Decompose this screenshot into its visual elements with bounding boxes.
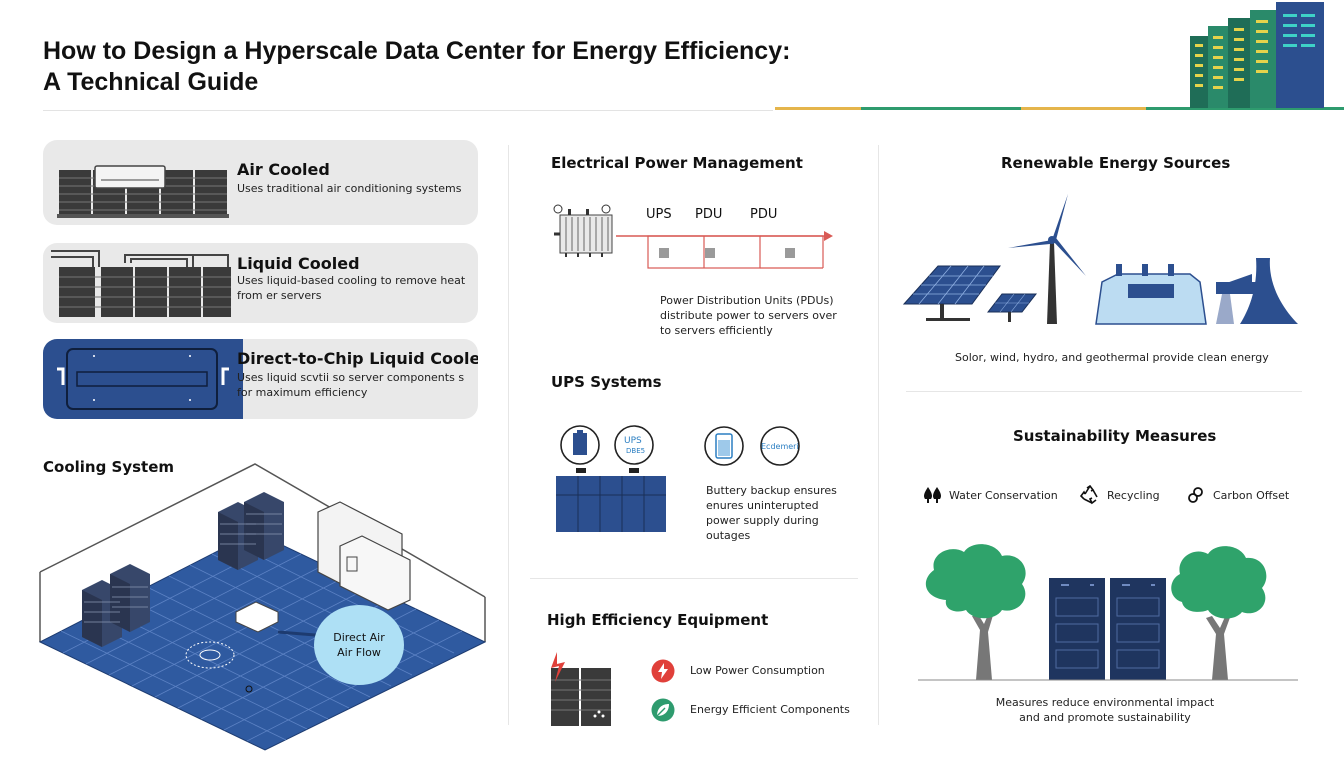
card-title: Direct-to-Chip Liquid Cooled (237, 349, 478, 368)
ups-title: UPS Systems (551, 373, 662, 391)
section-divider (906, 391, 1302, 392)
page-title-line2: A Technical Guide (43, 68, 259, 96)
header-divider (43, 110, 773, 111)
sustainability-title: Sustainability Measures (1013, 427, 1217, 445)
liquid-cooled-card: Liquid Cooled Uses liquid-based cooling … (43, 243, 478, 323)
section-divider (530, 578, 858, 579)
efficient-components-label: Energy Efficient Components (690, 703, 850, 716)
page-title-line1: How to Design a Hyperscale Data Center f… (43, 37, 791, 65)
air-cooled-card: Air Cooled Uses traditional air conditio… (43, 140, 478, 225)
recycle-icon (1080, 485, 1098, 505)
renewable-energy-illustration (902, 194, 1298, 325)
battery-icon (556, 425, 666, 532)
recycling-label: Recycling (1107, 489, 1160, 502)
wind-turbine-icon (1008, 194, 1086, 324)
equipment-title: High Efficiency Equipment (547, 611, 769, 629)
low-power-label: Low Power Consumption (690, 664, 825, 677)
efficiency-badge-label: Ecdemeri (761, 442, 799, 451)
airflow-callout: Direct Air Air Flow (314, 605, 404, 685)
chip-cooling-icon (43, 339, 243, 419)
renewable-description: Solor, wind, hydro, and geothermal provi… (955, 351, 1269, 364)
tree-icon (918, 544, 1298, 681)
drops-icon (924, 487, 941, 503)
ups-badge-label: UPS (624, 436, 642, 446)
card-description: Uses liquid scvtii so server components … (237, 371, 465, 399)
card-description: Uses traditional air conditioning system… (237, 182, 462, 195)
sustainability-description: Measures reduce environmental impact and… (995, 696, 1215, 724)
hydro-dam-icon (1095, 264, 1207, 325)
card-title: Liquid Cooled (237, 254, 360, 273)
lightning-icon (651, 659, 675, 683)
ups-badge-sublabel: DBE5 (626, 447, 646, 455)
ups-description: Buttery backup ensures enures uninterupt… (706, 484, 837, 542)
air-conditioner-icon (57, 165, 229, 218)
server-rack-icon (775, 2, 1344, 110)
airflow-callout-label: Direct Air Air Flow (333, 631, 385, 659)
carbon-offset-label: Carbon Offset (1213, 489, 1290, 502)
geothermal-icon (1216, 258, 1298, 324)
pdu-label: PDU (695, 207, 723, 222)
column-divider (508, 145, 509, 725)
isometric-data-hall-illustration (38, 463, 487, 751)
pdu-label: PDU (750, 207, 778, 222)
direct-to-chip-card: Direct-to-Chip Liquid Cooled Uses liquid… (43, 339, 478, 419)
leaf-icon (651, 698, 675, 722)
water-conservation-label: Water Conservation (949, 489, 1058, 502)
liquid-cooling-rack-icon (51, 250, 231, 317)
column-divider (878, 145, 879, 725)
card-title: Air Cooled (237, 160, 330, 179)
footprint-icon (1188, 487, 1203, 503)
card-description: Uses liquid-based cooling to remove heat… (237, 274, 466, 302)
ups-label: UPS (646, 207, 672, 222)
electrical-title: Electrical Power Management (551, 154, 803, 172)
electrical-description: Power Distribution Units (PDUs) distribu… (660, 294, 837, 337)
cooling-system-title: Cooling System (43, 458, 175, 476)
page-title: How to Design a Hyperscale Data Center f… (43, 36, 1023, 98)
transformer-icon (553, 204, 833, 269)
renewable-title: Renewable Energy Sources (1001, 154, 1231, 172)
efficient-server-icon (551, 652, 611, 726)
solar-panel-icon (902, 265, 1038, 322)
battery-status-icon (704, 426, 800, 466)
